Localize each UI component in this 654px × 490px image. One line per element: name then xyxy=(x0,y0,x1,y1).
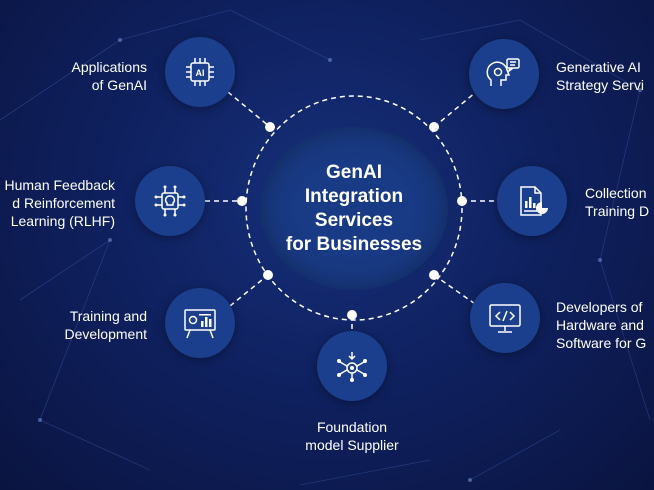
label-rlhf: Human Feedback d Reinforcement Learning … xyxy=(4,176,115,230)
hub-title-line: for Businesses xyxy=(285,233,423,255)
svg-text:AI: AI xyxy=(196,68,205,78)
connector-applications xyxy=(227,91,271,128)
label-line: Applications xyxy=(71,59,148,75)
label-applications: Applications of GenAI xyxy=(72,58,148,94)
presentation-board-icon xyxy=(184,309,216,339)
hub-title-line: GenAI xyxy=(326,161,382,183)
ring-dot xyxy=(347,310,357,320)
center-hub: GenAI Integration Services for Businesse… xyxy=(260,127,448,290)
bulb-circuit-icon xyxy=(154,185,186,217)
connector-developers xyxy=(433,274,479,307)
ring-dot xyxy=(265,122,275,132)
head-gear-chat-icon xyxy=(486,58,520,86)
connector-training xyxy=(229,274,269,307)
ai-chip-icon: AI xyxy=(186,58,214,86)
node-developers xyxy=(470,283,540,353)
label-foundation: Foundation model Supplier xyxy=(282,418,422,454)
code-monitor-icon xyxy=(489,304,521,333)
ring-dot xyxy=(263,270,273,280)
report-chart-icon xyxy=(520,186,548,216)
label-developers: Developers of Hardware and Software for … xyxy=(556,298,646,352)
node-applications: AI xyxy=(165,37,235,107)
hub-title-line: Services xyxy=(314,209,394,231)
label-line: Hardware and xyxy=(556,317,644,333)
label-line: d Reinforcement xyxy=(12,195,115,211)
label-line: Software for G xyxy=(556,335,647,351)
gear-network-icon xyxy=(337,352,367,382)
label-line: of GenAI xyxy=(91,77,147,93)
ring-dot xyxy=(237,196,247,206)
label-line: Generative AI xyxy=(556,59,641,75)
ring-dot xyxy=(457,196,467,206)
node-rlhf xyxy=(135,166,205,236)
label-line: Collection xyxy=(585,185,647,201)
label-line: Development xyxy=(64,326,148,342)
node-strategy xyxy=(469,39,539,109)
label-line: Learning (RLHF) xyxy=(10,213,115,229)
label-line: Human Feedback xyxy=(4,177,115,193)
label-strategy: Generative AI Strategy Servi xyxy=(556,58,644,94)
label-training: Training and Development xyxy=(65,307,148,343)
dashed-ring xyxy=(245,95,463,321)
hub-title: GenAI Integration Services for Businesse… xyxy=(286,161,422,257)
label-line: Training D xyxy=(585,203,650,219)
label-line: model Supplier xyxy=(305,437,399,453)
ring-dot xyxy=(429,122,439,132)
node-foundation xyxy=(317,331,387,401)
connector-strategy xyxy=(433,91,477,128)
label-line: Developers of xyxy=(556,299,643,315)
label-line: Strategy Servi xyxy=(556,77,644,93)
hub-title-line: Integration xyxy=(304,185,404,207)
label-line: Training and xyxy=(69,308,147,324)
node-collection xyxy=(497,166,567,236)
node-training xyxy=(165,288,235,358)
label-line: Foundation xyxy=(316,419,388,435)
ring-dot xyxy=(429,270,439,280)
label-collection: Collection Training D xyxy=(585,184,649,220)
